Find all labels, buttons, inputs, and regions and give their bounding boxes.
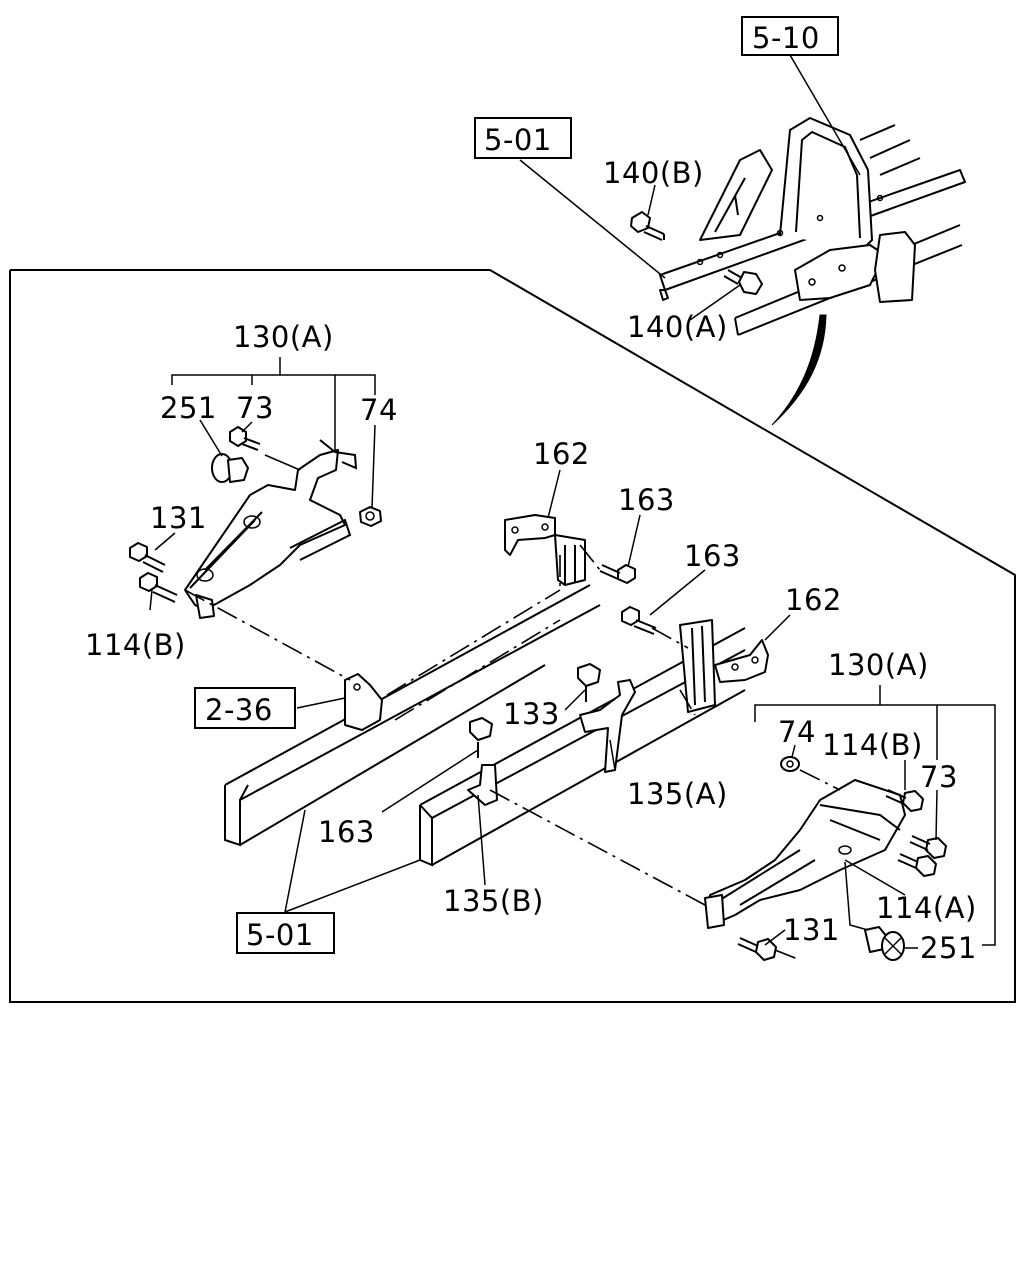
label-ref-5-01-bottom: 5-01 — [246, 918, 314, 952]
ref-box-2-36 — [194, 687, 296, 729]
label-ref-5-01-top: 5-01 — [484, 123, 552, 157]
label-part-133: 133 — [503, 697, 560, 731]
detail-callout-arrow — [771, 314, 827, 426]
label-part-131-right: 131 — [783, 913, 840, 947]
label-part-251-left: 251 — [160, 391, 217, 425]
label-part-74-left: 74 — [360, 393, 398, 427]
vehicle-frame-overview — [630, 117, 966, 336]
label-part-74-right: 74 — [778, 715, 816, 749]
label-part-163-a: 163 — [618, 483, 675, 517]
label-part-251-right: 251 — [920, 931, 977, 965]
label-ref-5-10: 5-10 — [752, 21, 820, 55]
ref-box-5-01-top — [474, 117, 572, 159]
label-part-130a-right: 130(A) — [828, 648, 929, 682]
phantom-lines — [184, 544, 841, 961]
center-brackets — [504, 514, 769, 713]
label-part-135a: 135(A) — [627, 777, 728, 811]
detail-frame — [9, 269, 1016, 1003]
label-part-135b: 135(B) — [443, 884, 544, 918]
label-ref-2-36: 2-36 — [205, 693, 273, 727]
ref-box-5-10 — [741, 16, 839, 56]
right-cab-mount-bracket — [704, 756, 947, 961]
label-part-130a-left: 130(A) — [233, 320, 334, 354]
label-part-73-right: 73 — [920, 760, 958, 794]
label-part-163-b: 163 — [684, 539, 741, 573]
clip-parts — [467, 663, 636, 806]
label-part-140b: 140(B) — [603, 156, 704, 190]
label-part-163-c: 163 — [318, 815, 375, 849]
label-part-114b-left: 114(B) — [85, 628, 186, 662]
label-part-140a: 140(A) — [627, 310, 728, 344]
label-part-131-left: 131 — [150, 501, 207, 535]
left-cab-mount-bracket — [129, 426, 382, 619]
label-part-114b-right: 114(B) — [822, 728, 923, 762]
label-part-73-left: 73 — [236, 391, 274, 425]
leader-lines — [149, 54, 996, 949]
label-part-162-b: 162 — [785, 583, 842, 617]
ref-box-5-01-bottom — [236, 912, 335, 954]
label-part-162-a: 162 — [533, 437, 590, 471]
label-part-114a-right: 114(A) — [876, 891, 977, 925]
